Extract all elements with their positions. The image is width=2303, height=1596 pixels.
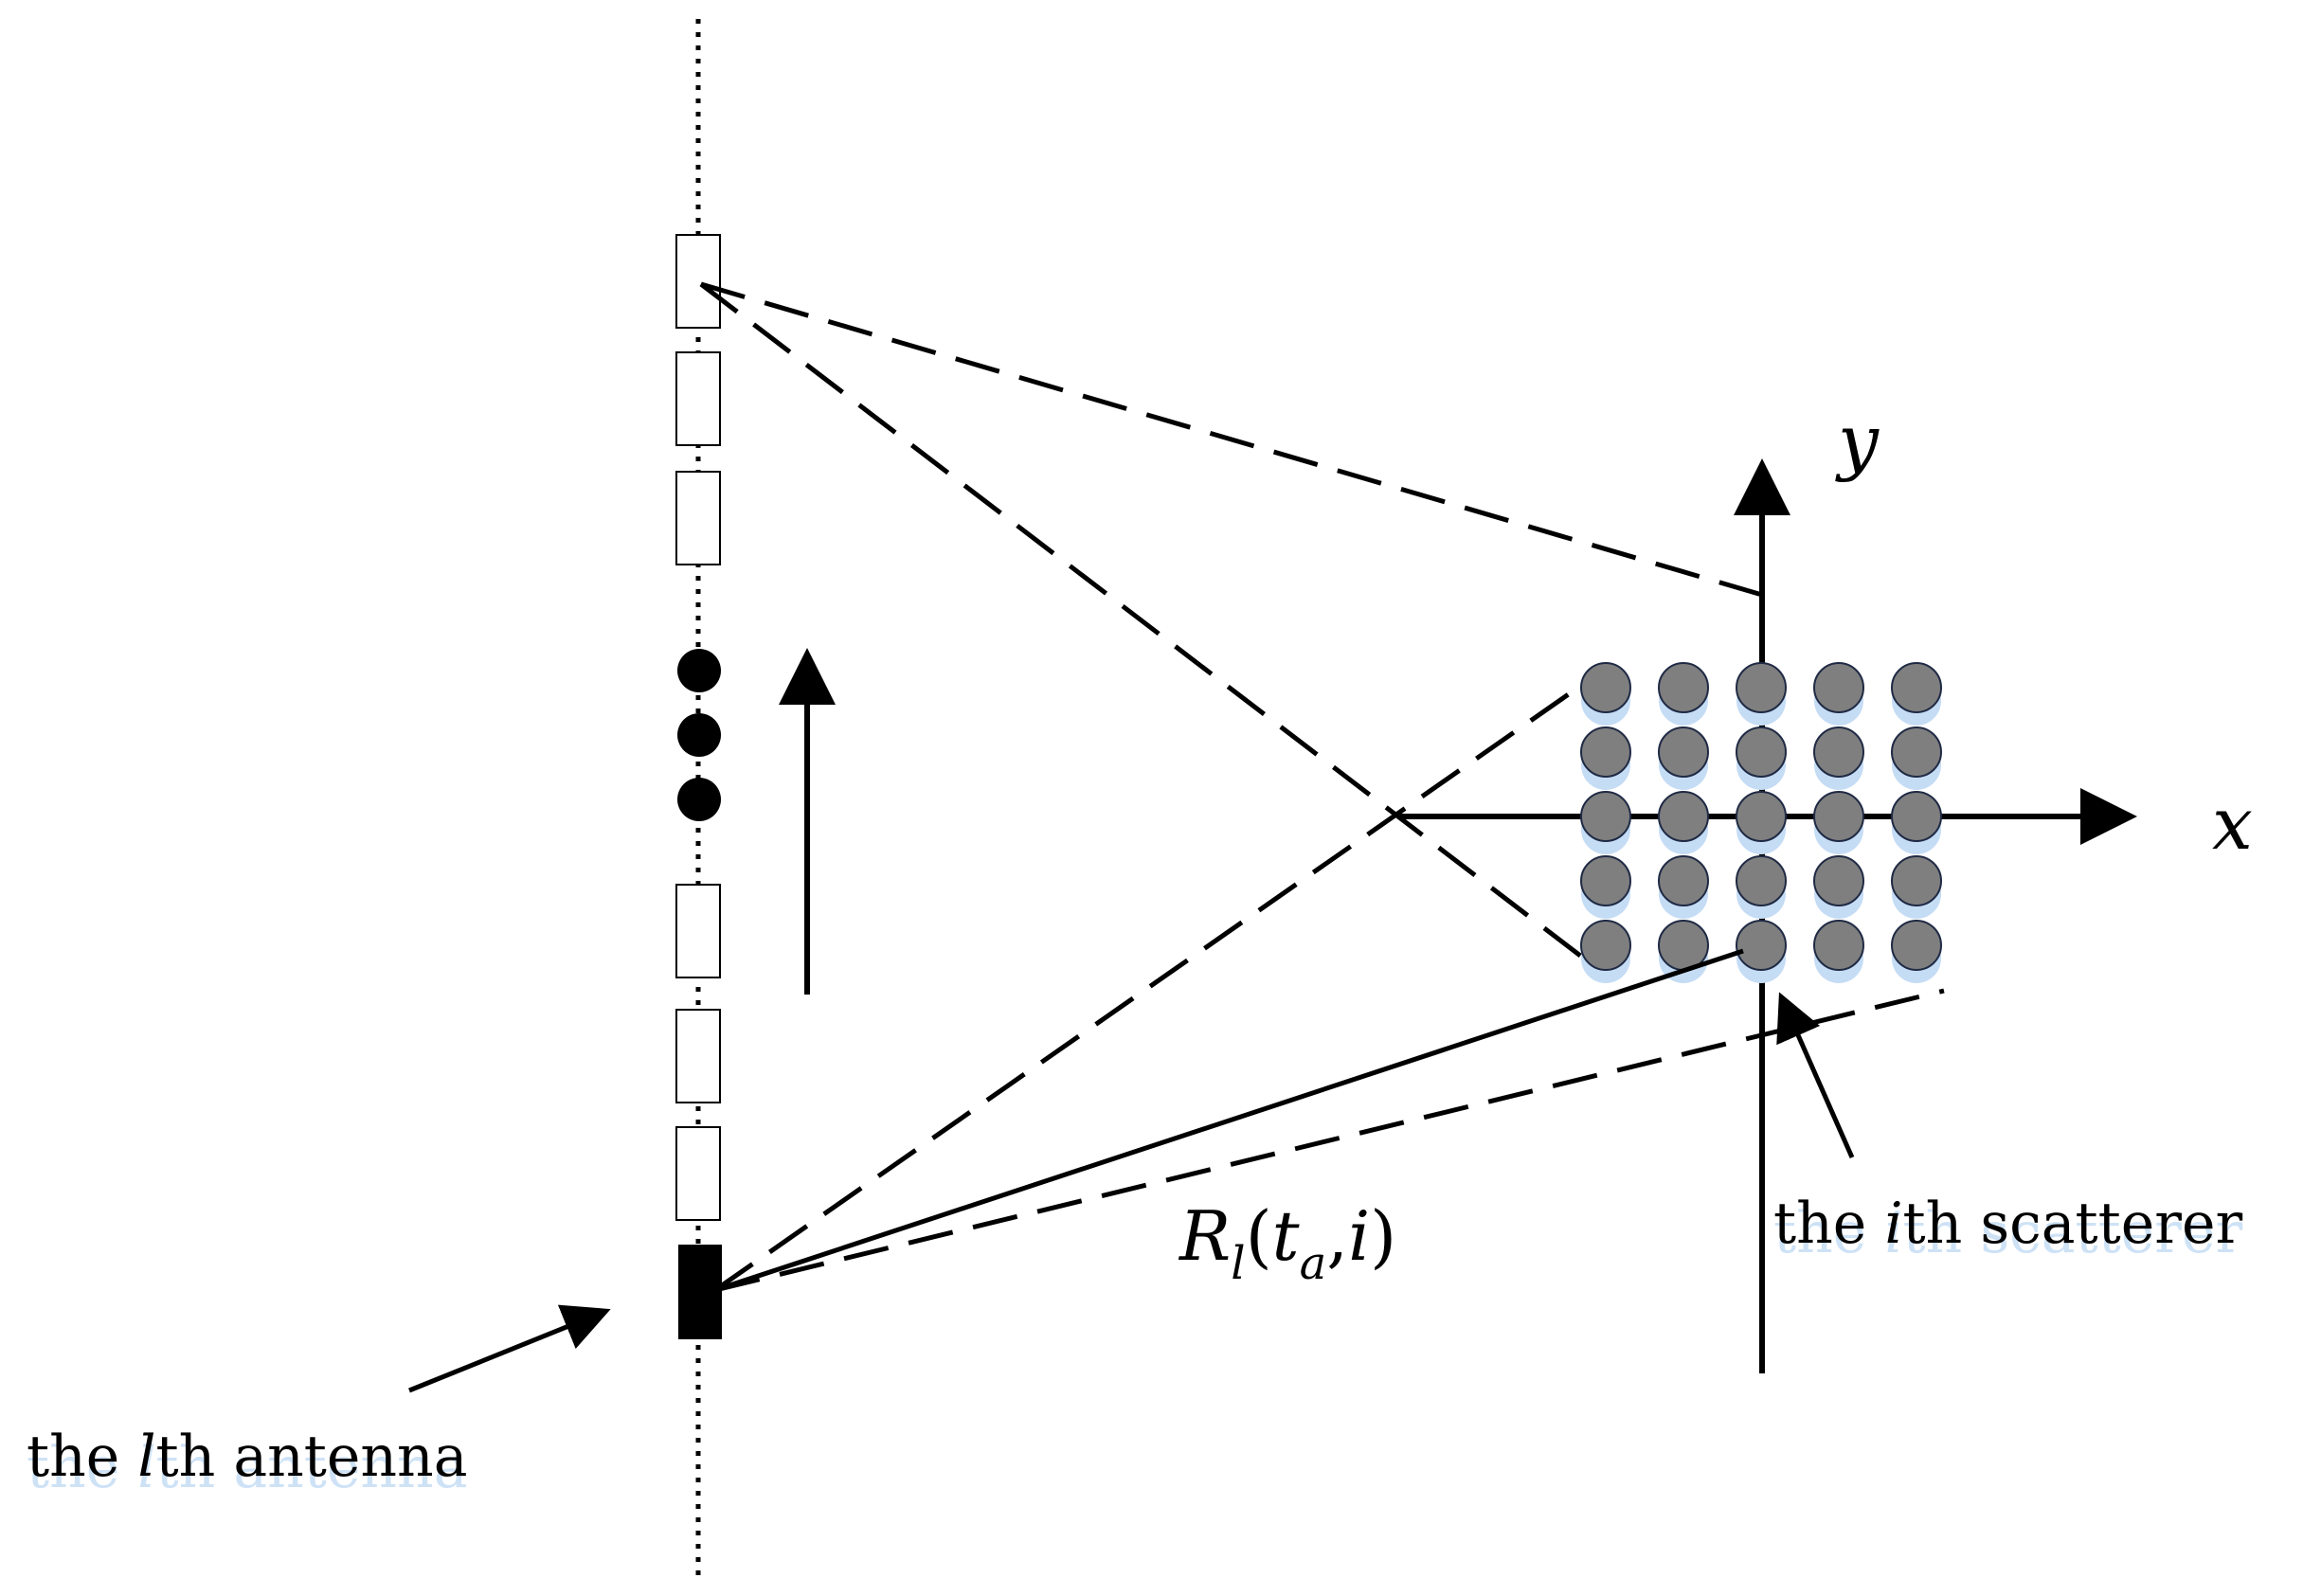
beam-line [714,988,1945,1293]
ellipsis-dots [677,649,721,821]
scatterer-point [1580,791,1631,842]
antenna-pointer-arrow [408,1304,611,1393]
scatterer-point [1813,920,1864,971]
beam-line [699,282,1593,966]
scatterer-label-shadow: the ith scatterer [1773,1200,2242,1266]
scatterer-grid [1580,662,1942,983]
scatterer-point [1891,855,1942,906]
scatterer-point [1658,791,1709,842]
scatterer-point [1891,662,1942,713]
scatterer-label: the ith scatterer [1773,1191,2242,1257]
beam-line [713,662,1612,1293]
scatterer-point [1580,920,1631,971]
x-axis-label: x [2212,781,2253,866]
scatterer-point [1736,662,1787,713]
scatterer-point [1658,726,1709,778]
scatterer-point [1736,855,1787,906]
scatterer-point [1813,855,1864,906]
antenna-element [675,884,721,978]
antenna-elements-top [675,234,721,565]
scatterer-point [1736,726,1787,778]
antenna-element [675,351,721,446]
scatterer-point [1891,920,1942,971]
ellipsis-dot [677,713,721,757]
antenna-label-shadow: the lth antenna [27,1435,467,1501]
scatterer-point [1891,726,1942,778]
antenna-element [675,234,721,329]
scatterer-point [1813,791,1864,842]
antenna-element [675,1126,721,1221]
scatterer-point [1580,662,1631,713]
active-antenna [678,1245,722,1339]
y-axis-label: y [1835,399,1880,483]
scatterer-pointer-arrow [1776,992,1855,1159]
antenna-elements-bottom [675,884,721,1221]
scatterer-point [1580,726,1631,778]
beam-lines-bottom [713,662,1945,1293]
beam-lines-top [699,281,1763,966]
beam-line [700,281,1763,598]
antenna-label: the lth antenna [27,1424,467,1490]
scatterer-point [1813,662,1864,713]
range-line [714,948,1744,1293]
range-label: Rl(ta,i) [1178,1196,1396,1290]
scatterer-point [1580,855,1631,906]
antenna-element [675,471,721,565]
scatterer-point [1736,791,1787,842]
scatterer-point [1813,726,1864,778]
antenna-element [675,1009,721,1103]
scatterer-point [1736,920,1787,971]
scatterer-point [1658,855,1709,906]
ellipsis-dot [677,778,721,821]
ellipsis-dot [677,649,721,692]
scatterer-point [1891,791,1942,842]
scatterer-point [1658,662,1709,713]
